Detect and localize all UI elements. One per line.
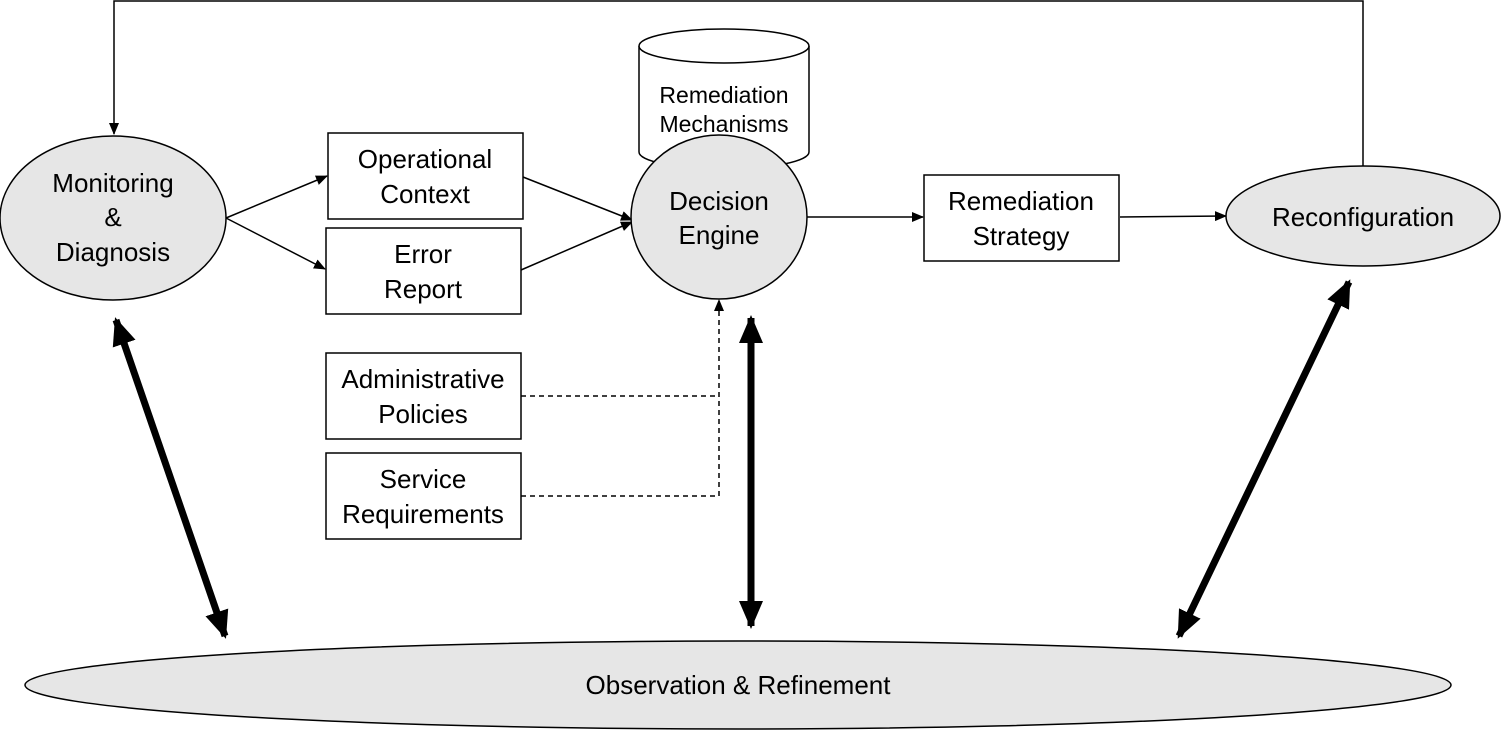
decision-engine-line-2: Engine <box>679 220 760 250</box>
remediation-mechanisms-line-1: Remediation <box>659 82 788 108</box>
service-requirements-line-2: Requirements <box>342 499 504 529</box>
monitoring-label-line-2: & <box>104 202 121 232</box>
arrow-context-to-engine <box>522 176 633 221</box>
error-report-box: Error Report <box>325 227 522 315</box>
operational-context-box: Operational Context <box>327 132 524 220</box>
observation-refinement-node: Observation & Refinement <box>24 640 1452 730</box>
arrow-monitoring-to-context <box>225 175 328 219</box>
remediation-mechanisms-line-2: Mechanisms <box>659 111 788 137</box>
decision-engine-line-1: Decision <box>669 186 769 216</box>
arrow-monitoring-to-error <box>225 217 326 270</box>
administrative-policies-box: Administrative Policies <box>325 352 522 440</box>
operational-context-line-1: Operational <box>358 144 492 174</box>
remediation-strategy-box: Remediation Strategy <box>923 174 1120 262</box>
observation-refinement-label: Observation & Refinement <box>586 670 892 700</box>
remediation-mechanisms-database: Remediation Mechanisms <box>638 28 810 170</box>
reconfiguration-node: Reconfiguration <box>1225 165 1501 267</box>
administrative-policies-line-1: Administrative <box>341 364 504 394</box>
bidirectional-arrow-monitoring-observation <box>112 317 229 639</box>
feedback-loop-arrow <box>109 0 1364 166</box>
service-requirements-box: Service Requirements <box>325 452 522 540</box>
operational-context-line-2: Context <box>380 179 470 209</box>
remediation-strategy-line-2: Strategy <box>973 221 1070 251</box>
service-requirements-line-1: Service <box>380 464 467 494</box>
arrow-strategy-to-reconfiguration <box>1119 211 1227 222</box>
decision-engine-node: Decision Engine <box>630 134 808 300</box>
dashed-link-requirements <box>521 299 724 497</box>
remediation-strategy-line-1: Remediation <box>948 186 1094 216</box>
error-report-line-2: Report <box>384 274 463 304</box>
error-report-line-1: Error <box>394 239 452 269</box>
arrow-error-to-engine <box>520 221 633 271</box>
bidirectional-arrow-reconfiguration-observation <box>1175 279 1353 639</box>
monitoring-label-line-3: Diagnosis <box>56 237 170 267</box>
reconfiguration-label: Reconfiguration <box>1272 202 1454 232</box>
monitoring-label-line-1: Monitoring <box>52 168 173 198</box>
monitoring-diagnosis-node: Monitoring & Diagnosis <box>0 135 227 301</box>
administrative-policies-line-2: Policies <box>378 399 468 429</box>
